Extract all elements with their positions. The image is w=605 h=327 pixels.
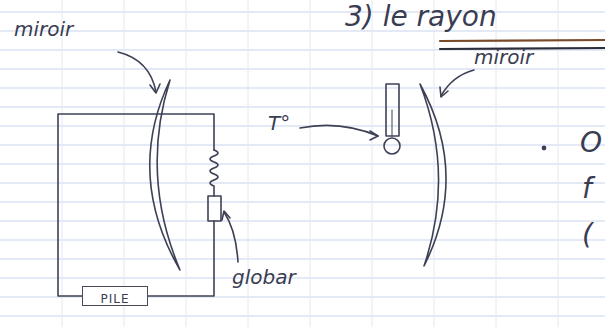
text-fragment: f (582, 174, 592, 205)
thermometer-column (392, 110, 393, 136)
leader-line (300, 125, 378, 136)
text-fragment: O (580, 128, 602, 159)
battery-box: PILE (82, 286, 148, 306)
concave-mirror (150, 80, 180, 270)
arrow-head (150, 84, 160, 93)
paper-rules (0, 12, 605, 316)
heating-coil (210, 150, 218, 196)
thermometer-tube (386, 84, 399, 136)
arrow-head (370, 131, 378, 140)
arrow-head (222, 211, 230, 220)
part-label: globar (232, 266, 296, 288)
title-underline (440, 40, 605, 41)
text-fragment: ( (582, 220, 593, 251)
leader-line (224, 212, 238, 262)
concave-mirror (420, 84, 446, 266)
section-heading: 3) le rayon (345, 2, 497, 33)
bullet (542, 146, 545, 149)
globar-element (208, 196, 221, 221)
leader-line (441, 70, 474, 96)
battery-label: PILE (100, 292, 129, 306)
thermometer-bulb (384, 138, 400, 154)
paper-columns (62, 0, 558, 327)
wire (58, 114, 214, 296)
part-label: T° (268, 112, 290, 134)
arrow-head (440, 87, 448, 97)
part-label: miroir (14, 18, 73, 40)
part-label: miroir (474, 46, 533, 68)
